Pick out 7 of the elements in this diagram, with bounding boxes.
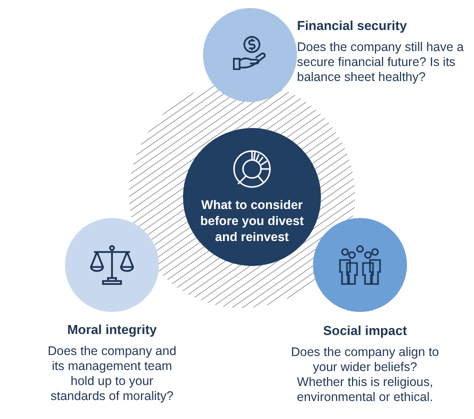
topic-heading: Social impact — [322, 323, 408, 339]
topic-description: Does the company align to your wider beliefs? Whether this is religious, environmental or ethical. — [290, 345, 440, 405]
center-title: What to consider before you divest and reinvest — [199, 197, 305, 245]
topic-heading: Financial security — [297, 18, 408, 34]
topic-description: Does the company and its management team hold up to your standards of morality? — [46, 344, 178, 404]
topic-heading: Moral integrity — [66, 322, 158, 338]
topic-description: Does the company still have a secure financial future? Is its balance sheet healthy? — [297, 40, 465, 85]
